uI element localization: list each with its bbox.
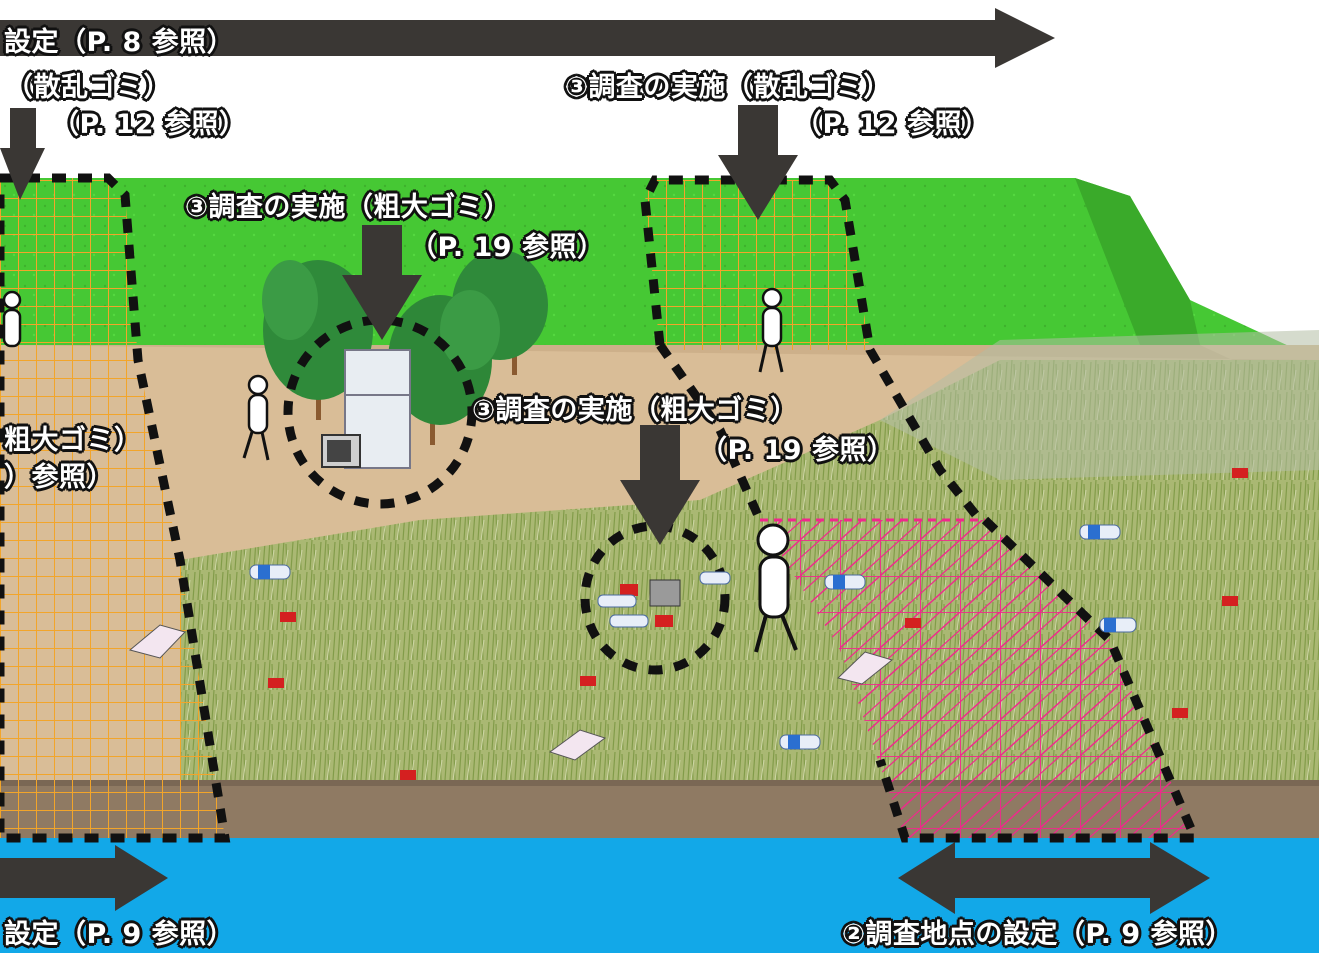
- can-icon: [1222, 596, 1238, 606]
- right-quadrat-outline-inner: [656, 342, 765, 522]
- label-middle-bulky-ref: （P. 19 参照）: [700, 435, 895, 466]
- bottom-right-double-arrow: [898, 842, 1210, 914]
- bottle-icon: [1079, 524, 1121, 540]
- dotted-circle-fridge: [283, 315, 477, 509]
- pink-hatched-quadrat: [760, 516, 1202, 843]
- bag-icon: [548, 729, 607, 761]
- bulky-garbage-pile: [580, 521, 731, 675]
- label-bottom-right-setting: ②調査地点の設定（P. 9 参照）: [842, 919, 1234, 950]
- label-center-bulky-ref: （P. 19 参照）: [410, 232, 605, 263]
- label-left-bulky: 粗大ゴミ）: [4, 425, 142, 456]
- person-figure: [242, 374, 270, 461]
- down-arrow-pile: [620, 425, 700, 545]
- label-top-left-scatter-ref: （P. 12 参照）: [52, 109, 247, 140]
- down-arrow-top-right: [718, 105, 798, 220]
- top-arrow: [0, 8, 1055, 68]
- label-top-right-scatter-ref: （P. 12 参照）: [795, 109, 990, 140]
- bulky-garbage-fridge: [321, 349, 411, 469]
- bottle-icon: [1099, 617, 1137, 633]
- person-figure: [758, 287, 784, 373]
- can-icon: [280, 612, 296, 622]
- label-top-right-scatter: ③調査の実施（散乱ゴミ）: [565, 72, 891, 103]
- top-right-orange-quadrat: [645, 180, 870, 350]
- down-arrow-left: [0, 108, 45, 200]
- label-middle-bulky: ③調査の実施（粗大ゴミ）: [472, 395, 798, 426]
- can-icon: [905, 618, 921, 628]
- can-icon: [1172, 708, 1188, 718]
- bag-icon: [837, 651, 894, 685]
- can-icon: [580, 676, 596, 686]
- label-bottom-left-setting: 設定（P. 9 参照）: [4, 919, 235, 950]
- bottle-icon: [824, 574, 866, 590]
- right-quadrat-outline: [640, 175, 984, 523]
- bottle-icon: [249, 564, 291, 580]
- down-arrow-fridge: [342, 225, 422, 340]
- bag-icon: [128, 624, 186, 659]
- person-figure: [2, 290, 22, 348]
- person-figure: [754, 523, 798, 653]
- label-top-setting: 設定（P. 8 参照）: [4, 27, 235, 58]
- label-top-left-scatter: （散乱ゴミ）: [6, 72, 171, 103]
- can-icon: [268, 678, 284, 688]
- can-icon: [400, 770, 416, 780]
- label-left-bulky-ref: ）参照）: [4, 462, 114, 493]
- can-icon: [1232, 468, 1248, 478]
- bottle-icon: [779, 734, 821, 750]
- litter-items: [128, 468, 1248, 780]
- bottom-left-arrow: [0, 845, 168, 911]
- left-orange-quadrat: [0, 173, 231, 843]
- label-center-bulky: ③調査の実施（粗大ゴミ）: [185, 192, 511, 223]
